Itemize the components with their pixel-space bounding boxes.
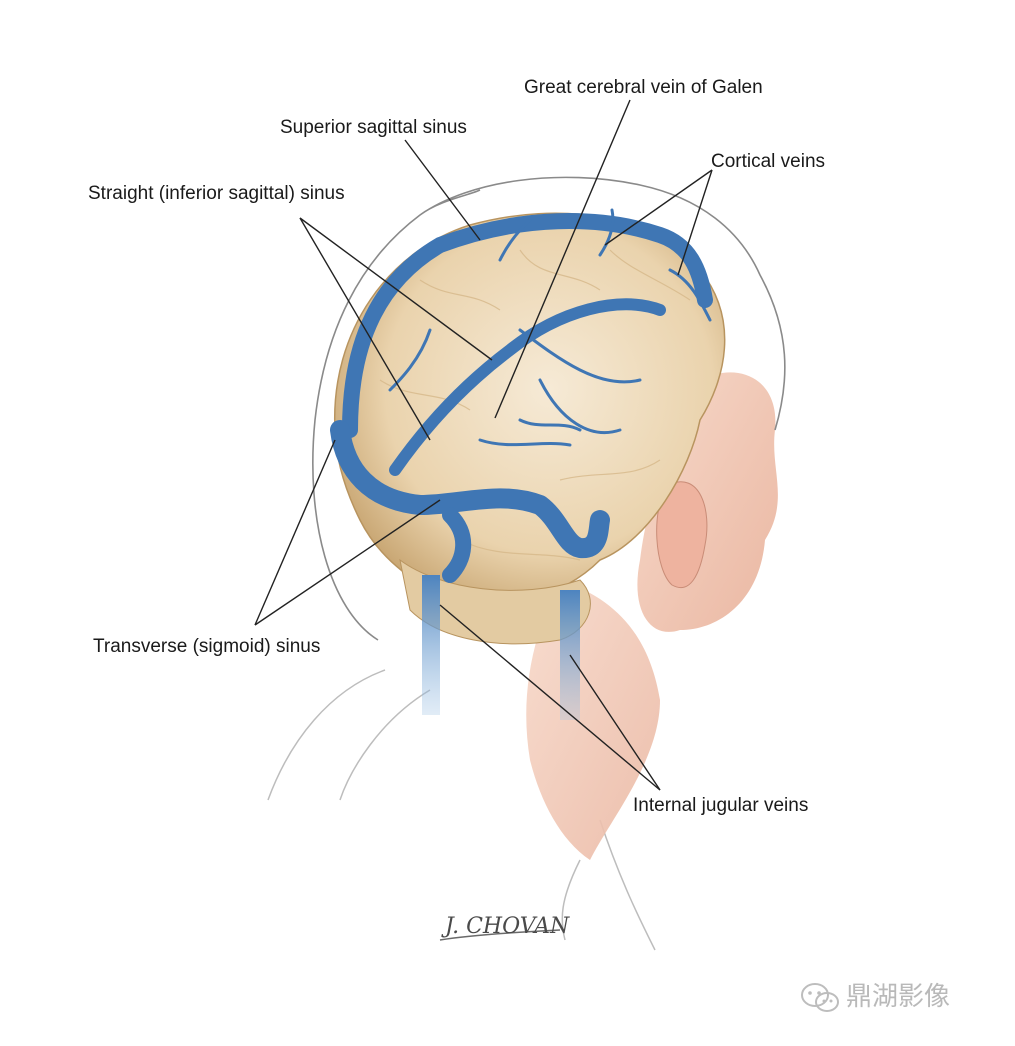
- leader-cortical-1: [604, 169, 713, 246]
- label-straight-sinus: Straight (inferior sagittal) sinus: [88, 183, 345, 204]
- leader-cortical-2: [677, 169, 713, 276]
- svg-text:J. CHOVAN: J. CHOVAN: [441, 914, 570, 939]
- label-superior-sagittal-sinus: Superior sagittal sinus: [280, 117, 467, 138]
- label-internal-jugular-veins: Internal jugular veins: [633, 795, 809, 816]
- leader-straight-1: [299, 217, 493, 361]
- artist-signature: J. CHOVAN: [439, 914, 570, 941]
- watermark: 鼎湖影像: [800, 976, 950, 1014]
- head-outline: [312, 176, 786, 641]
- leader-lines: [254, 99, 713, 791]
- leader-jugular-2: [569, 654, 661, 791]
- leader-jugular-1: [439, 604, 661, 791]
- superior-sagittal-sinus-vessel: [342, 213, 713, 438]
- wechat-icon: [801, 983, 839, 1013]
- leader-great-cerebral-vein: [494, 99, 631, 419]
- ear: [656, 481, 708, 588]
- face-and-neck: [526, 372, 778, 860]
- shoulders-outline: [267, 669, 656, 951]
- venous-sinuses: [330, 208, 713, 583]
- transverse-sinus-vessel: [330, 420, 610, 558]
- leader-transverse-1: [254, 439, 336, 626]
- label-cortical-veins: Cortical veins: [711, 151, 826, 172]
- leader-superior-sagittal: [404, 139, 481, 241]
- label-great-cerebral-vein: Great cerebral vein of Galen: [524, 77, 763, 98]
- leader-transverse-2: [254, 499, 441, 626]
- watermark-text: 鼎湖影像: [846, 981, 951, 1011]
- sigmoid-left: [442, 507, 472, 583]
- straight-sinus-vessel: [389, 298, 666, 476]
- label-transverse-sinus: Transverse (sigmoid) sinus: [93, 636, 321, 657]
- leader-straight-2: [299, 217, 431, 441]
